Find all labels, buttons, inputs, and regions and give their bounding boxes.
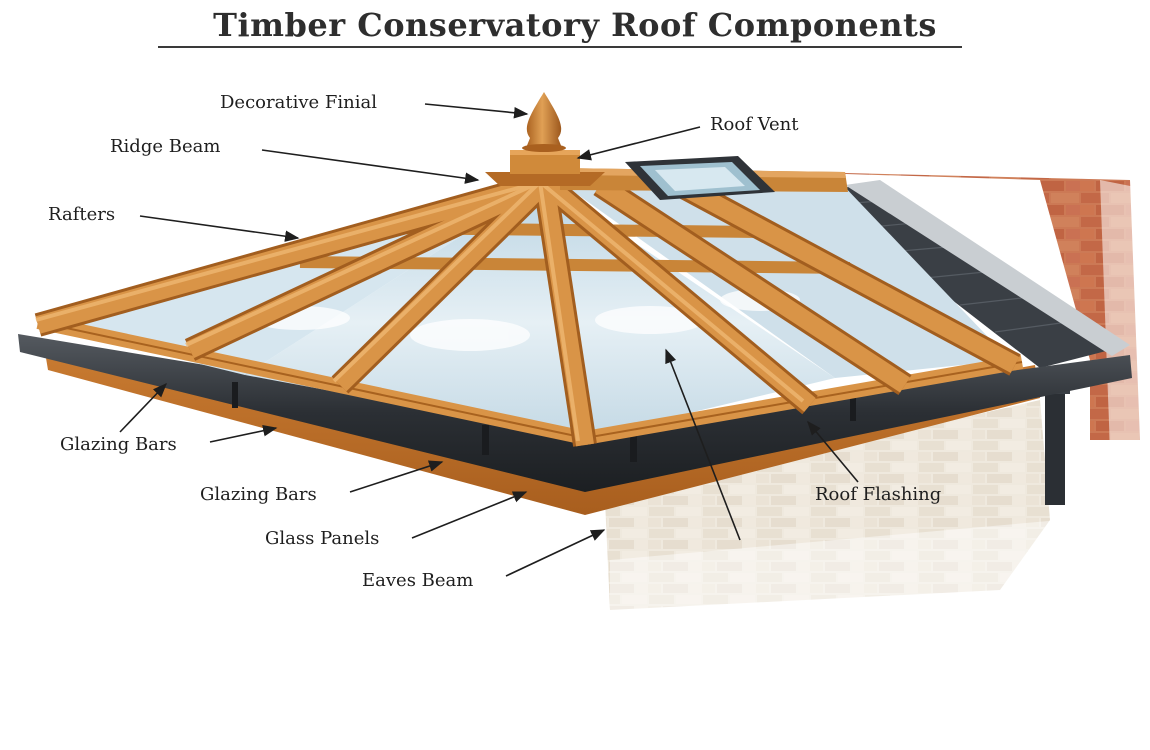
brick-wall-fade (1100, 180, 1150, 450)
arrow-eaves (505, 529, 606, 577)
label-roof-vent: Roof Vent (710, 114, 799, 135)
arrow-glazing-left-b (209, 425, 278, 443)
roof-vent-graphic (625, 156, 775, 200)
label-ridge-beam: Ridge Beam (110, 136, 221, 157)
lead-flashing (845, 180, 1130, 356)
label-glazing-bars-mid: Glazing Bars (200, 484, 317, 505)
label-rafters: Rafters (48, 204, 116, 225)
arrow-flashing (807, 420, 859, 483)
label-eaves-beam: Eaves Beam (362, 570, 474, 591)
arrow-glazing-left-a (119, 382, 167, 433)
arrow-finial (424, 103, 529, 119)
downpipe (1045, 385, 1065, 505)
label-glazing-bars-left: Glazing Bars (60, 434, 177, 455)
title-underline (158, 46, 962, 48)
dwarf-wall-fade (610, 520, 1060, 620)
dwarf-wall (605, 400, 1050, 610)
arrow-glass (411, 491, 528, 539)
label-glass-panels: Glass Panels (265, 528, 380, 549)
finial-spire (526, 92, 562, 148)
arrow-vent (576, 126, 701, 161)
label-roof-flashing: Roof Flashing (815, 484, 942, 505)
arrow-rafters (139, 215, 300, 242)
arrow-glass-center (665, 348, 741, 541)
arrow-glazing-mid (349, 460, 444, 493)
gutter (18, 334, 1132, 492)
arrow-ridge (261, 149, 480, 184)
finial-boss (485, 172, 605, 186)
diagram-title: Timber Conservatory Roof Components (213, 6, 937, 44)
brick-wall (720, 170, 1140, 440)
label-decorative-finial: Decorative Finial (220, 92, 377, 113)
